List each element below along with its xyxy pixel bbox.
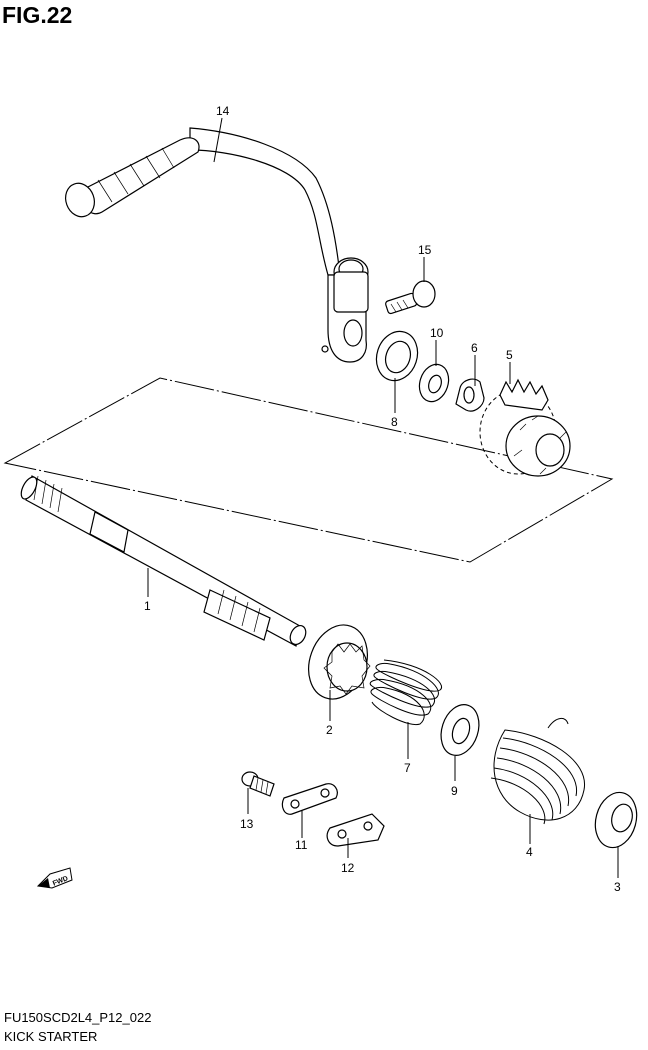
part-number-6: 6 bbox=[471, 341, 478, 355]
clip-part-6[interactable] bbox=[455, 378, 485, 412]
ratchet-part[interactable] bbox=[299, 617, 378, 708]
part-number-2: 2 bbox=[326, 723, 333, 737]
part-number-7: 7 bbox=[404, 761, 411, 775]
part-number-9: 9 bbox=[451, 784, 458, 798]
coil-spring-part[interactable] bbox=[490, 718, 585, 825]
stopper-plate-part-11[interactable] bbox=[281, 783, 338, 815]
part-number-13: 13 bbox=[240, 817, 254, 831]
kick-shaft-part[interactable] bbox=[18, 475, 309, 648]
bolt-part-15[interactable] bbox=[385, 280, 436, 315]
fwd-arrow-icon: FWD bbox=[36, 867, 73, 889]
part-number-14: 14 bbox=[216, 104, 230, 118]
part-number-15: 15 bbox=[418, 243, 432, 257]
part-number-8: 8 bbox=[391, 415, 398, 429]
part-number-12: 12 bbox=[341, 861, 355, 875]
washer-part-10[interactable] bbox=[415, 361, 453, 406]
figure-name: KICK STARTER bbox=[4, 1029, 98, 1044]
figure-code: FU150SCD2L4_P12_022 bbox=[4, 1010, 152, 1025]
part-number-4: 4 bbox=[526, 845, 533, 859]
part-number-5: 5 bbox=[506, 348, 513, 362]
part-number-11: 11 bbox=[295, 838, 308, 852]
leader-line-14 bbox=[213, 117, 223, 163]
assembly-outline bbox=[3, 377, 614, 563]
kick-lever-part[interactable] bbox=[61, 127, 369, 363]
washer-part-9[interactable] bbox=[435, 700, 485, 761]
part-number-1: 1 bbox=[144, 599, 151, 613]
figure-title: FIG.22 bbox=[2, 2, 73, 28]
bolt-part-13[interactable] bbox=[241, 771, 275, 797]
spring-part-7[interactable] bbox=[369, 659, 442, 726]
part-number-3: 3 bbox=[614, 880, 621, 894]
guide-plate-part-12[interactable] bbox=[326, 813, 385, 847]
part-number-10: 10 bbox=[430, 326, 444, 340]
oil-seal-part[interactable] bbox=[370, 326, 423, 386]
gear-part-5[interactable] bbox=[479, 378, 571, 477]
retainer-part-3[interactable] bbox=[589, 788, 642, 852]
